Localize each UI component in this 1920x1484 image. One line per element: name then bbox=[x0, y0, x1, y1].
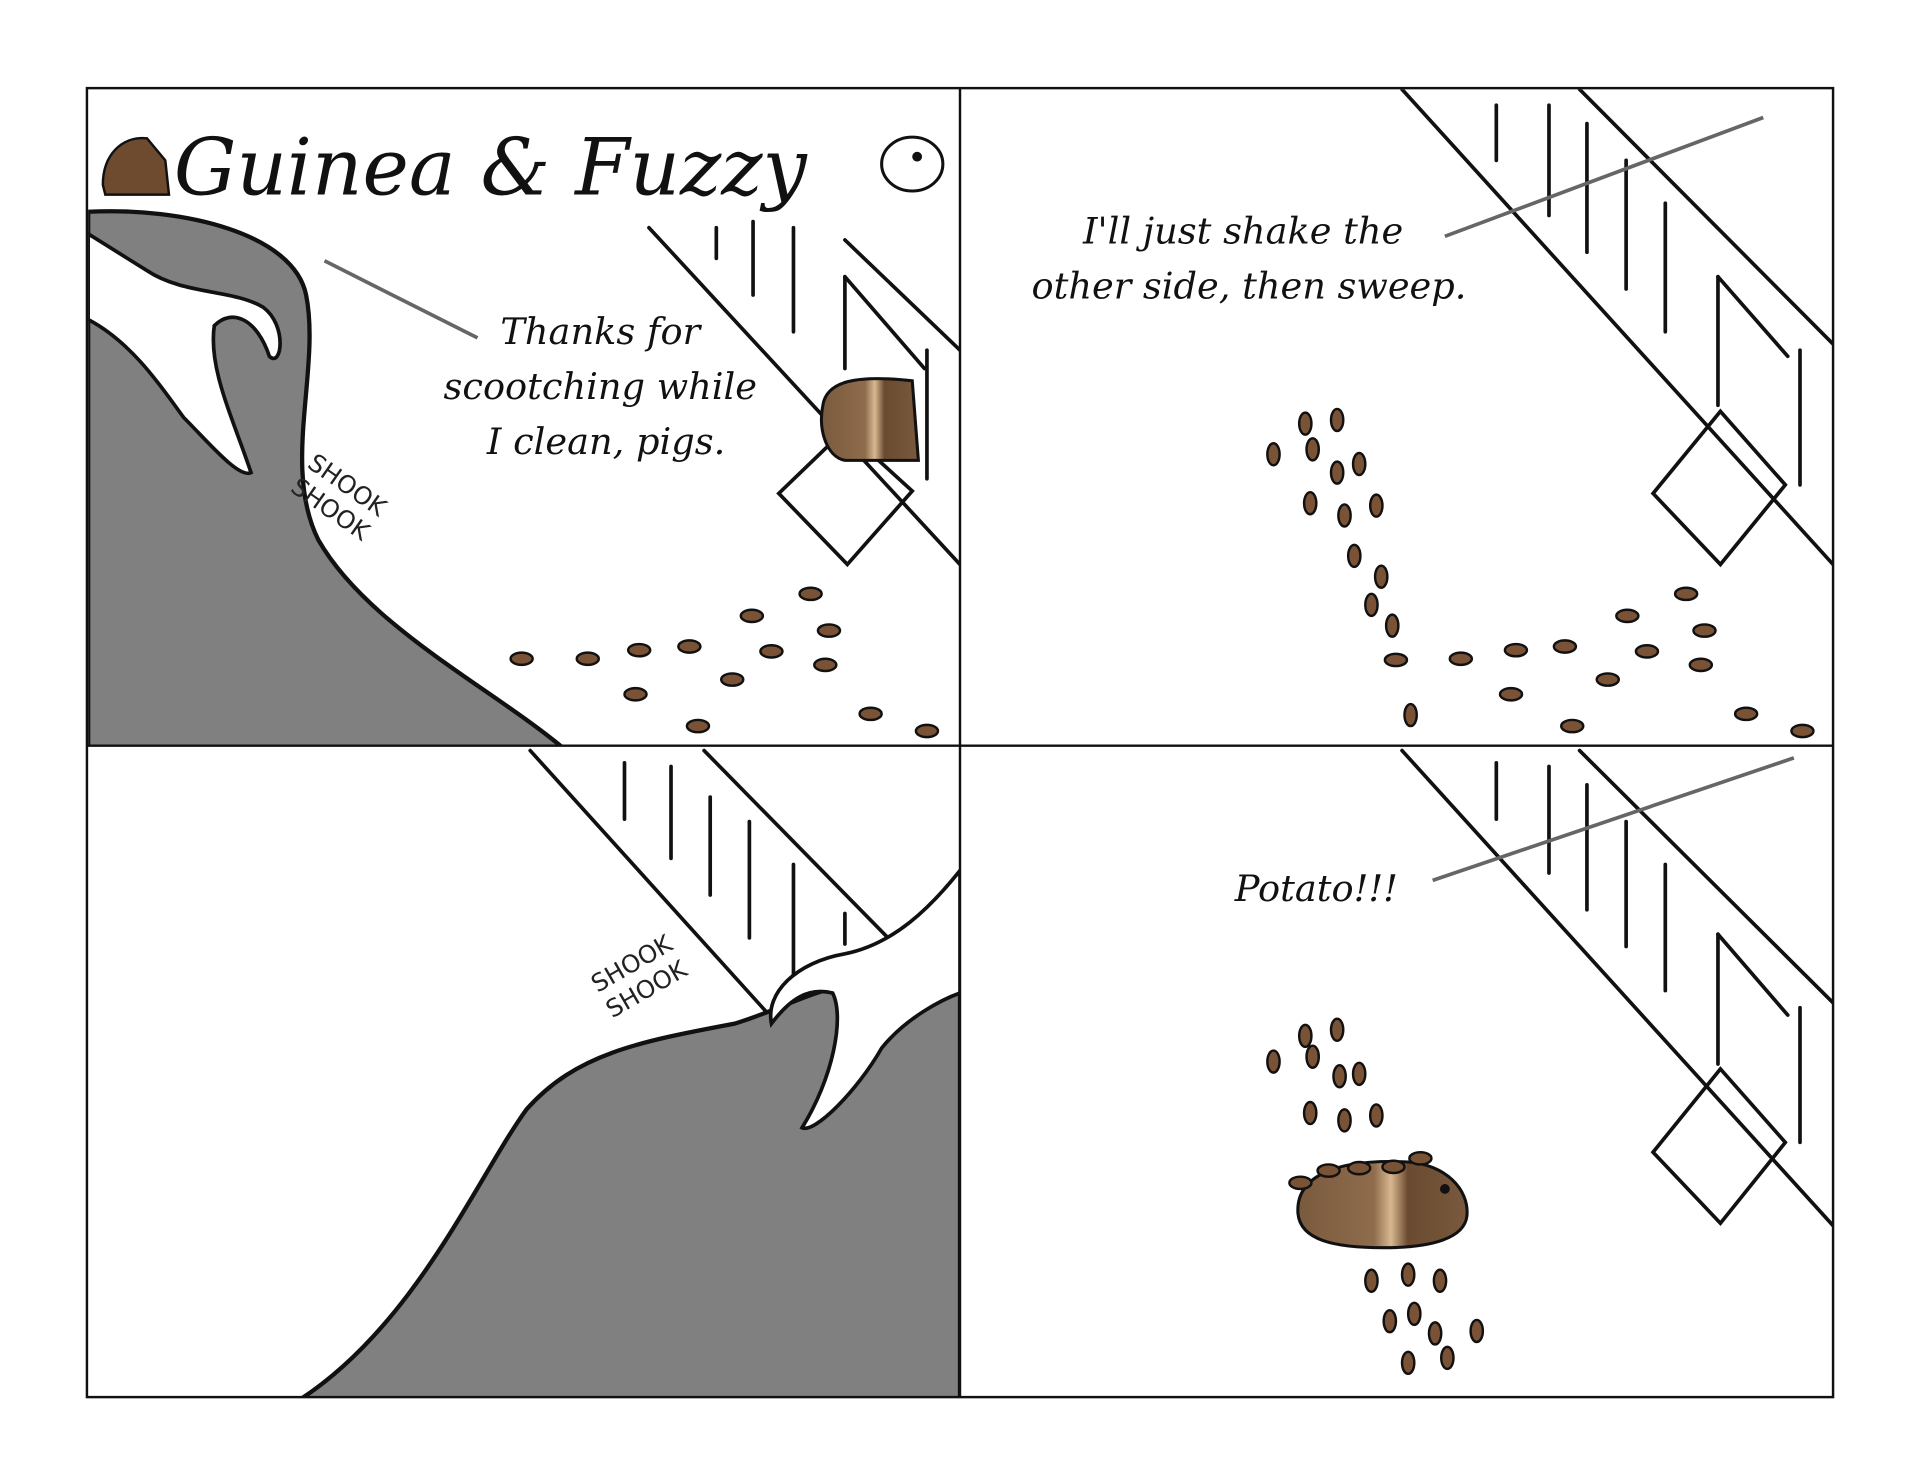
speech-text: Potato!!! bbox=[1234, 867, 1398, 910]
fuzzy-logo bbox=[880, 135, 945, 193]
speech-tail bbox=[1444, 115, 1764, 239]
panel-3: SHOOK SHOOK bbox=[299, 748, 960, 1398]
title-text: Guinea & Fuzzy bbox=[174, 123, 809, 214]
speech-tail bbox=[1432, 756, 1795, 883]
panel-2: I'll just shake the other side, then swe… bbox=[1031, 89, 1834, 739]
hand bbox=[768, 867, 960, 1131]
sound-effect: SHOOK SHOOK bbox=[586, 925, 699, 1024]
guinea-pig bbox=[820, 377, 921, 462]
guinea-pig-logo bbox=[101, 136, 171, 196]
pellets bbox=[1266, 1017, 1485, 1376]
panel-4: Potato!!! bbox=[1234, 748, 1834, 1376]
hand bbox=[88, 231, 282, 476]
panel-1: Thanks for scootching while I clean, pig… bbox=[88, 209, 960, 746]
comic-title: Guinea & Fuzzy bbox=[101, 123, 945, 214]
panel-borders bbox=[85, 86, 1835, 1399]
shelf-lines bbox=[1400, 89, 1834, 568]
shelf-lines bbox=[528, 748, 908, 1020]
pellets bbox=[1266, 407, 1815, 739]
pellets bbox=[509, 586, 940, 739]
speech-text: I'll just shake the other side, then swe… bbox=[1031, 210, 1466, 308]
speech-text: Thanks for scootching while I clean, pig… bbox=[444, 310, 769, 463]
shelf-lines bbox=[1400, 748, 1834, 1228]
shelf-lines bbox=[647, 219, 960, 568]
speech-tail bbox=[323, 259, 479, 340]
